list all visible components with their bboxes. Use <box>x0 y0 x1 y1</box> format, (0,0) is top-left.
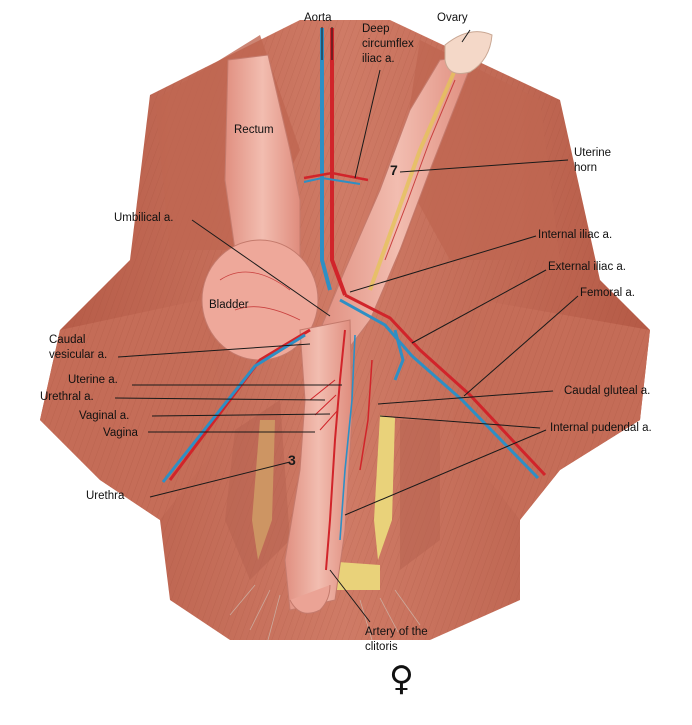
label-femoral-a: Femoral a. <box>580 287 635 299</box>
label-external-iliac-a: External iliac a. <box>548 261 626 273</box>
label-rectum: Rectum <box>234 124 274 136</box>
label-uterine-horn: Uterine horn <box>574 147 612 174</box>
label-aorta: Aorta <box>304 12 332 24</box>
aorta-vessel <box>303 28 369 296</box>
marker-seven: 7 <box>390 162 398 178</box>
label-artery-of-the-clitoris: Artery of the clitoris <box>365 626 428 653</box>
label-uterine-a: Uterine a. <box>68 374 118 386</box>
label-deep-circumflex-iliac: Deep circumflex iliac a. <box>362 23 414 65</box>
label-urethra: Urethra <box>86 490 125 502</box>
label-internal-pudendal-a: Internal pudendal a. <box>550 422 652 434</box>
label-umbilical-a: Umbilical a. <box>114 212 174 224</box>
label-caudal-gluteal-a: Caudal gluteal a. <box>564 385 651 397</box>
label-ovary: Ovary <box>437 12 468 24</box>
label-urethral-a: Urethral a. <box>40 391 94 403</box>
pudendal-arteries <box>309 329 373 571</box>
hair-tuft <box>229 584 421 641</box>
label-vagina: Vagina <box>103 427 138 439</box>
marker-three: 3 <box>288 452 296 468</box>
label-caudal-vesicular-a: Caudal vesicular a. <box>49 334 108 361</box>
label-vaginal-a: Vaginal a. <box>79 410 130 422</box>
female-symbol-icon: ♀ <box>389 659 414 699</box>
ovary <box>444 31 493 74</box>
iliac-vessels-right <box>339 293 547 480</box>
label-bladder: Bladder <box>209 299 249 311</box>
leader-lines <box>114 27 579 623</box>
label-internal-iliac-a: Internal iliac a. <box>538 229 613 241</box>
